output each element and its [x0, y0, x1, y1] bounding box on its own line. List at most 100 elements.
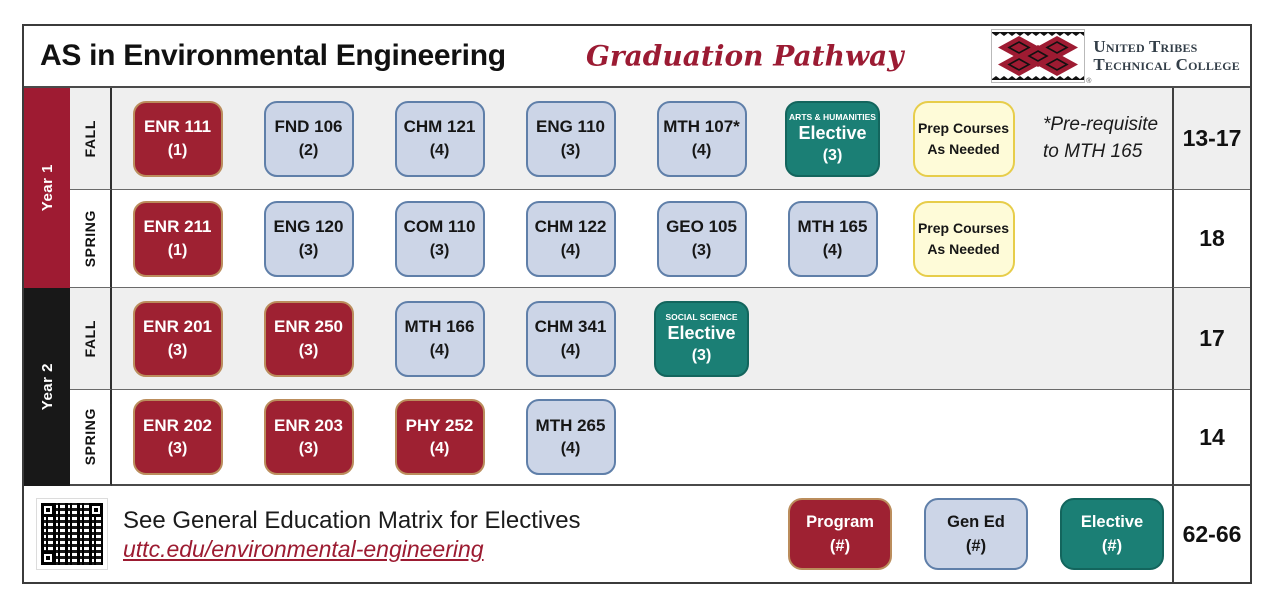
course-box-enr-250: ENR 250 (3)	[263, 300, 354, 377]
elective-category-tag: SOCIAL SCIENCE	[665, 312, 738, 323]
legend: Program (#) Gen Ed (#) Elective (#)	[788, 498, 1164, 570]
credits-total-year2-fall: 17	[1172, 288, 1250, 390]
course-code: ENR 250	[274, 317, 343, 337]
course-credit-count: (4)	[560, 241, 581, 259]
course-credit-count: (3)	[167, 341, 188, 359]
course-code: MTH 265	[535, 415, 606, 435]
course-code: ENR 203	[274, 415, 343, 435]
year-1-header: Year 1	[24, 88, 70, 288]
course-credit-count: (3)	[167, 440, 188, 458]
course-code: MTH 166	[404, 317, 475, 337]
see-matrix-text: See General Education Matrix for Electiv…	[123, 506, 581, 534]
course-code: COM 110	[403, 217, 476, 237]
course-code: MTH 107*	[663, 117, 740, 137]
course-code: ENR 201	[143, 317, 212, 337]
credits-total-year1-spring: 18	[1172, 190, 1250, 288]
course-box-mth-265: MTH 265 (4)	[525, 399, 616, 475]
course-box-mth-107-: MTH 107* (4)	[656, 100, 747, 177]
legend-program-box: Program (#)	[788, 498, 892, 570]
credits-total-year1-fall: 13-17	[1172, 88, 1250, 190]
course-credit-count: (4)	[429, 440, 450, 458]
footer: See General Education Matrix for Electiv…	[24, 486, 1172, 582]
tribal-diamond-pattern-icon	[992, 30, 1085, 82]
course-box-fnd-106: FND 106 (2)	[263, 100, 354, 177]
uttc-logo-name: United Tribes Technical College	[1093, 38, 1240, 74]
course-box-chm-341: CHM 341 (4)	[525, 300, 616, 377]
course-code: ENR 111	[143, 117, 212, 137]
course-box-geo-105: GEO 105 (3)	[656, 200, 747, 277]
course-box-enr-203: ENR 203 (3)	[263, 399, 354, 475]
year-2-label: Year 2	[38, 363, 56, 411]
program-link-row: uttc.edu/environmental-engineering	[123, 536, 581, 563]
course-code: ENR 202	[143, 415, 212, 435]
course-box-eng-110: ENG 110 (3)	[525, 100, 616, 177]
course-credit-count: (3)	[691, 346, 712, 364]
course-box-mth-165: MTH 165(4)	[787, 200, 878, 277]
program-link[interactable]: uttc.edu/environmental-engineering	[123, 536, 484, 563]
course-box-com-110: COM 110 (3)	[394, 200, 485, 277]
qr-finder-icon	[89, 503, 103, 517]
year-1-label: Year 1	[38, 164, 56, 212]
season-label-fall-1: FALL	[70, 88, 112, 190]
registered-mark: ®	[1086, 78, 1092, 85]
electives-note: See General Education Matrix for Electiv…	[123, 505, 581, 563]
pathway-sheet: AS in Environmental Engineering Graduati…	[22, 24, 1252, 584]
subtitle-graduation-pathway: Graduation Pathway	[586, 39, 904, 73]
course-box-chm-122: CHM 122 (4)	[525, 200, 616, 277]
course-box-enr-211: ENR 211 (1)	[132, 200, 223, 277]
course-credit-count: (4)	[429, 141, 450, 159]
course-credit-count: (4)	[691, 141, 712, 159]
course-credit-count: (4)	[429, 341, 450, 359]
course-box-enr-201: ENR 201 (3)	[132, 300, 223, 377]
legend-gened-box: Gen Ed (#)	[924, 498, 1028, 570]
course-credit-count: (3)	[691, 241, 712, 259]
course-credit-count: (3)	[298, 341, 319, 359]
course-credit-count: (2)	[298, 141, 319, 159]
year-2-header: Year 2	[24, 288, 70, 486]
course-code: PHY 252	[405, 415, 474, 435]
season-label-fall-2: FALL	[70, 288, 112, 390]
course-credit-count: (1)	[167, 141, 188, 159]
course-credit-count: (4)	[560, 440, 581, 458]
course-row-year2-spring: ENR 202 (3) ENR 203 (3) PHY 252 (4) MTH 265 (4)	[112, 390, 1172, 486]
course-box-enr-111: ENR 111 (1)	[132, 100, 223, 177]
elective-category-tag: ARTS & HUMANITIES	[789, 112, 876, 123]
course-credit-count: (3)	[429, 241, 450, 259]
course-box-chm-121: CHM 121(4)	[394, 100, 485, 177]
course-credit-count: (3)	[822, 146, 843, 164]
course-credit-count: (4)	[560, 341, 581, 359]
course-code: CHM 122	[534, 217, 607, 237]
legend-elective-box: Elective (#)	[1060, 498, 1164, 570]
course-credit-count: (3)	[298, 241, 319, 259]
qr-finder-icon	[41, 551, 55, 565]
course-code: FND 106	[274, 117, 343, 137]
course-code: GEO 105	[666, 217, 737, 237]
course-credit-count: (1)	[167, 241, 188, 259]
course-code: ENG 120	[273, 217, 344, 237]
course-code: CHM 341	[534, 317, 607, 337]
course-box-enr-202: ENR 202 (3)	[132, 399, 223, 475]
course-credit-count: (3)	[560, 141, 581, 159]
season-label-spring-2: SPRING	[70, 390, 112, 486]
credits-total-year2-spring: 14	[1172, 390, 1250, 486]
course-row-year1-spring: ENR 211 (1) ENG 120 (3) COM 110 (3) CHM 122 (4)…	[112, 190, 1172, 288]
uttc-logo: ® United Tribes Technical College	[991, 29, 1240, 85]
qr-finder-icon	[41, 503, 55, 517]
page-title: AS in Environmental Engineering	[40, 39, 506, 72]
season-label-spring-1: SPRING	[70, 190, 112, 288]
course-box-eng-120: ENG 120 (3)	[263, 200, 354, 277]
qr-code	[36, 498, 108, 570]
logo-line-1: United Tribes	[1093, 37, 1198, 57]
course-code: ENR 211	[143, 217, 212, 237]
course-credit-count: (3)	[298, 440, 319, 458]
course-box-phy-252: PHY 252 (4)	[394, 399, 485, 475]
course-code: ENG 110	[536, 117, 605, 137]
course-box-mth-166: MTH 166 (4)	[394, 300, 485, 377]
course-code: MTH 165	[797, 217, 868, 237]
course-code: Elective	[667, 322, 736, 343]
